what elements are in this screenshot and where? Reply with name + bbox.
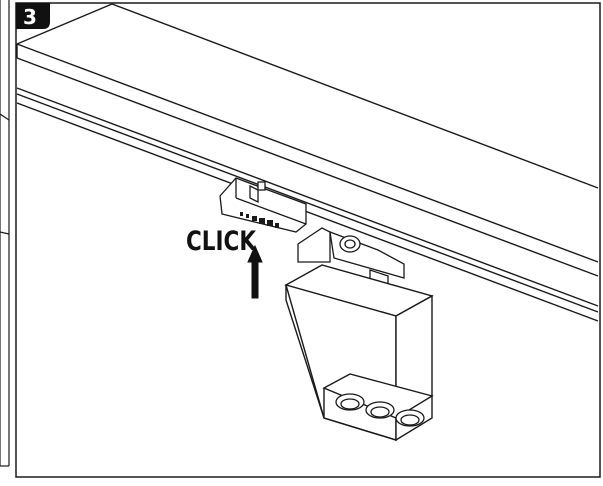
- step-number: 3: [23, 5, 37, 29]
- previous-panel-edge: [0, 0, 10, 467]
- adapter-terminal-pins: [240, 212, 279, 228]
- track-rail: [16, 3, 599, 322]
- push-up-arrow: [247, 244, 263, 299]
- spotlight-body: [284, 264, 434, 442]
- lens-array: [335, 393, 425, 427]
- track-adapter: [219, 177, 307, 233]
- click-label: CLICK: [186, 226, 257, 257]
- step-badge: 3: [16, 3, 50, 29]
